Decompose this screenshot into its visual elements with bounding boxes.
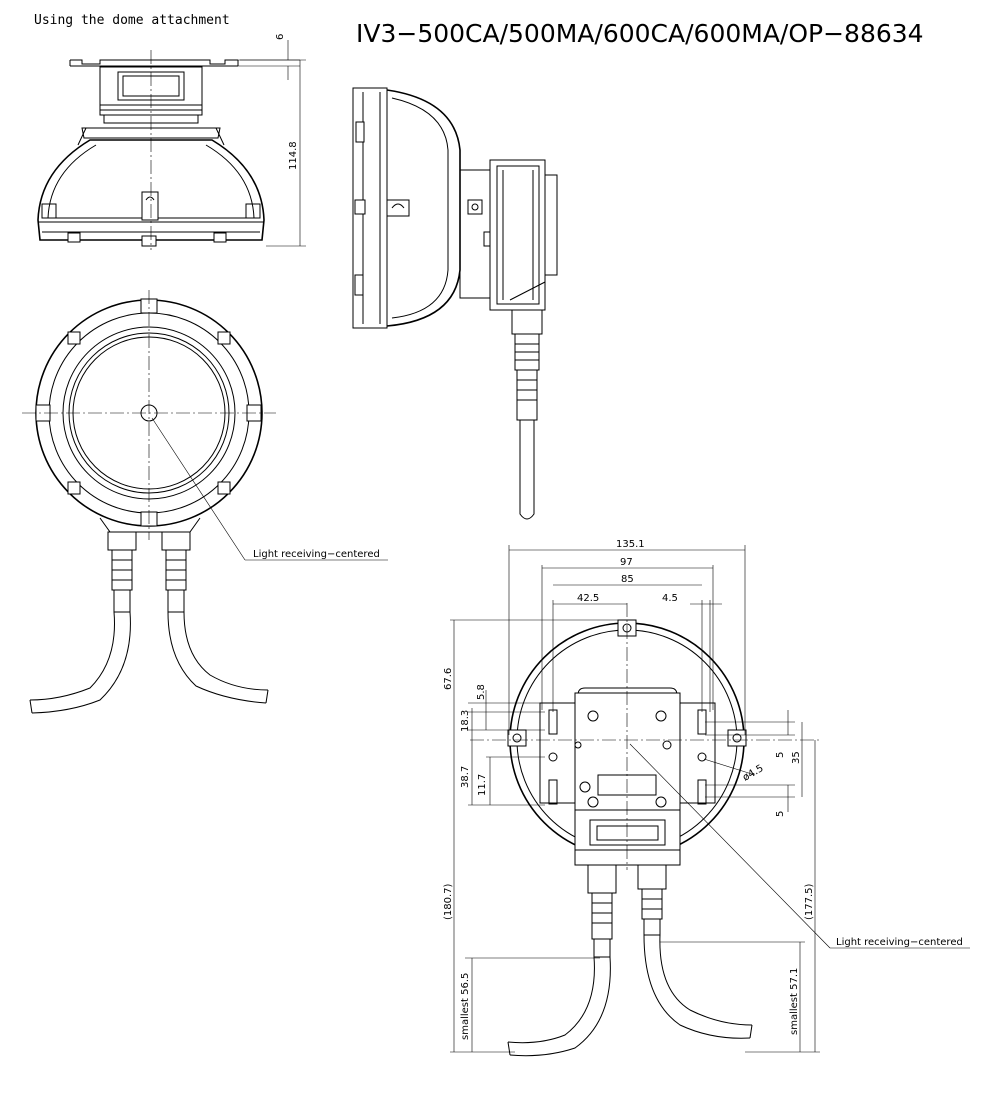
- dim-slot-5-top: 5: [775, 752, 786, 758]
- drawing-title: IV3−500CA/500MA/600CA/600MA/OP−88634: [356, 19, 924, 48]
- dim-smallest-right: smallest 57.1: [789, 968, 800, 1035]
- dim-half-width: 42.5: [577, 593, 599, 604]
- dim-width-overall: 135.1: [616, 539, 645, 550]
- dim-h-38-7: 38.7: [460, 766, 471, 788]
- callout-rear-light-center: Light receiving−centered: [836, 937, 963, 948]
- dim-h-67-6: 67.6: [443, 668, 454, 690]
- side-elevation-view: [352, 87, 558, 520]
- dim-total-height: 114.8: [288, 141, 299, 170]
- plan-view: Light receiving−centered: [22, 290, 388, 714]
- dim-slot-width: 4.5: [662, 593, 678, 604]
- callout-front-light-center: Light receiving−centered: [253, 549, 380, 560]
- front-elevation-view: 6 114.8: [37, 34, 306, 250]
- dim-hole-diameter: ø4.5: [741, 763, 766, 784]
- dim-h-180-7: (180.7): [443, 883, 454, 920]
- dim-width-85: 85: [621, 574, 634, 585]
- dim-slot-35: 35: [791, 751, 802, 764]
- dim-width-97: 97: [620, 557, 633, 568]
- rear-view: 135.1 97 85 42.5 4.5 67.6 5.8 18.3 38.7 …: [443, 539, 970, 1057]
- dim-h-18-3: 18.3: [460, 710, 471, 732]
- dim-h-5-8: 5.8: [476, 684, 487, 700]
- dim-h-177-5: (177.5): [804, 883, 815, 920]
- dim-smallest-left: smallest 56.5: [460, 973, 471, 1040]
- dim-h-11-7: 11.7: [477, 774, 488, 796]
- subtitle: Using the dome attachment: [34, 13, 230, 28]
- dim-slot-5-bottom: 5: [775, 811, 786, 817]
- dim-top-gap: 6: [275, 34, 286, 40]
